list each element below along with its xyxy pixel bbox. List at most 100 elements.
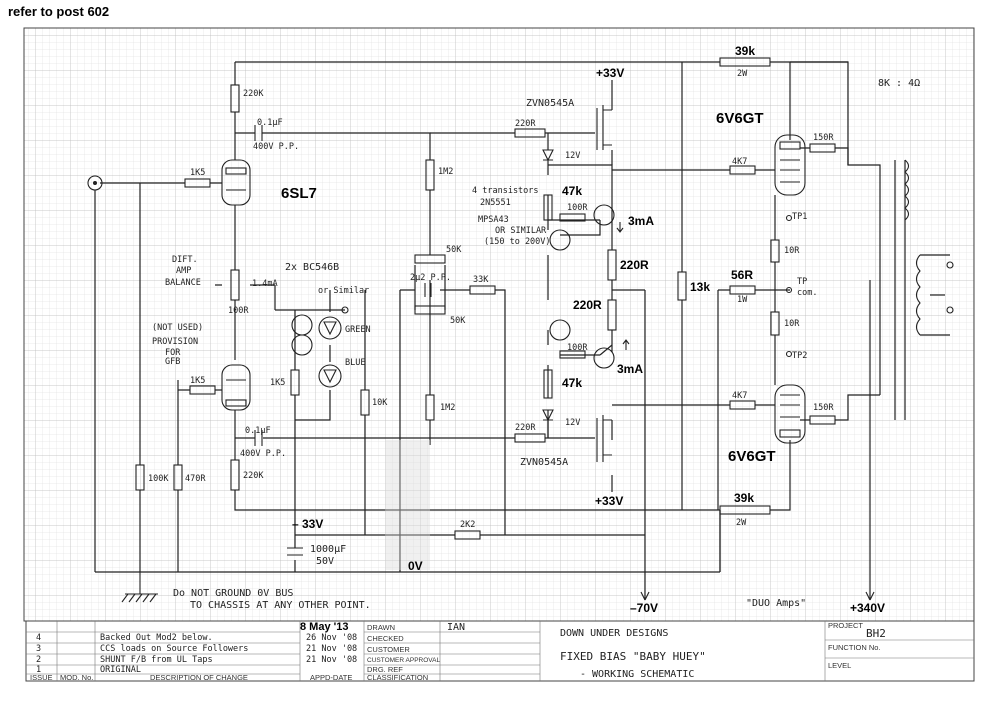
tb-description-label: DESCRIPTION OF CHANGE [150, 673, 248, 682]
or-similar-label: or Similar [318, 286, 369, 296]
r4k7-top: 4K7 [732, 157, 747, 167]
zener-bottom: 12V [565, 418, 580, 428]
tb-level-label: LEVEL [828, 661, 851, 670]
zener-top: 12V [565, 151, 580, 161]
tb-drawn-label: DRAWN [367, 623, 395, 632]
tb-project-label: PROJECT [828, 621, 863, 630]
supply-plus33-top: +33V [596, 66, 624, 80]
revision-desc: ORIGINAL [100, 665, 141, 675]
wires [94, 61, 950, 600]
r47k-bottom: 47k [562, 376, 582, 390]
revision-issue: 4 [36, 633, 41, 643]
transistor-mpsa43: MPSA43 [478, 215, 509, 225]
revision-date: 21 Nov '08 [306, 655, 357, 665]
tp-com-1: TP [797, 277, 807, 287]
r470r: 470R [185, 474, 206, 484]
bc546b-label: 2x BC546B [285, 262, 339, 273]
tb-customer-label: CUSTOMER [367, 645, 410, 654]
r1k5-top: 1K5 [190, 168, 205, 178]
supply-zero-v: 0V [408, 559, 423, 573]
transistor-rating: (150 to 200V) [484, 237, 551, 247]
cap-1000-v: 50V [316, 556, 334, 567]
not-used-label: (NOT USED) [152, 323, 203, 333]
r220k-bottom: 220K [243, 471, 264, 481]
tb-date: 8 May '13 [300, 621, 348, 633]
r47k-top: 47k [562, 184, 582, 198]
tb-checked-label: CHECKED [367, 634, 404, 643]
cap-top-v: 400V P.P. [253, 142, 299, 152]
ground-note-2: TO CHASSIS AT ANY OTHER POINT. [190, 600, 371, 611]
r150r-bottom: 150R [813, 403, 834, 413]
duo-amps-note: "DUO Amps" [746, 598, 806, 609]
tb-customer-approval-label: CUSTOMER APPROVAL [367, 657, 440, 664]
supply-plus340: +340V [850, 601, 885, 615]
r220k-top: 220K [243, 89, 264, 99]
r100r-bottom: 100R [567, 343, 588, 353]
revision-desc: Backed Out Mod2 below. [100, 633, 213, 643]
ccs-bottom: 3mA [617, 362, 643, 376]
r100r-top: 100R [567, 203, 588, 213]
revision-desc: SHUNT F/B from UL Taps [100, 655, 213, 665]
ccs-top: 3mA [628, 214, 654, 228]
revision-issue: 3 [36, 644, 41, 654]
tb-title-1: FIXED BIAS "BABY HUEY" [560, 650, 706, 663]
r150r-top: 150R [813, 133, 834, 143]
ground-note-1: Do NOT GROUND 0V BUS [173, 588, 293, 599]
r100r-balance: 100R [228, 306, 249, 316]
r13k: 13k [690, 280, 710, 294]
r1m2-bottom: 1M2 [440, 403, 455, 413]
cap-bottom-v: 400V P.P. [240, 449, 286, 459]
transistor-2n5551: 2N5551 [480, 198, 511, 208]
graph-grid [24, 28, 974, 621]
cap-2u2: 2µ2 P.P. [410, 273, 451, 283]
tb-project: BH2 [866, 627, 886, 640]
r10r-a: 10R [784, 246, 800, 256]
revision-date: 26 Nov '08 [306, 633, 357, 643]
dift-label: DIFT. [172, 255, 198, 265]
supply-minus70: –70V [630, 601, 658, 615]
transistors-note: 4 transistors [472, 186, 539, 196]
tb-classification-label: CLASSIFICATION [367, 673, 428, 682]
zvn-bottom: ZVN0545A [520, 457, 568, 468]
zvn-top: ZVN0545A [526, 98, 574, 109]
r220r-mid2: 220R [573, 298, 602, 312]
cap-1000: 1000µF [310, 544, 346, 555]
tb-mod-label: MOD. No. [60, 673, 93, 682]
tp2: TP2 [792, 351, 807, 361]
blue-label: BLUE [345, 358, 365, 368]
tube-6v6gt-top: 6V6GT [716, 110, 764, 127]
balance-label: BALANCE [165, 278, 201, 288]
revision-issue: 1 [36, 665, 41, 675]
title-block [25, 620, 975, 682]
tb-drg-ref-label: DRG. REF [367, 665, 403, 674]
provision-label: PROVISION [152, 337, 198, 347]
r220r-top: 220R [515, 119, 536, 129]
tube-6sl7: 6SL7 [281, 185, 317, 202]
pot50k-bottom: 50K [450, 316, 466, 326]
revision-list: 4 Backed Out Mod2 below. 26 Nov '08 3 CC… [36, 633, 357, 675]
r1m2-top: 1M2 [438, 167, 453, 177]
r39k-bottom: 39k [734, 491, 754, 505]
green-label: GREEN [345, 325, 371, 335]
tube-6v6gt-bottom: 6V6GT [728, 448, 776, 465]
ma-label: 1.4mA [252, 279, 278, 289]
tb-issue-label: ISSUE [30, 673, 53, 682]
ref-note: refer to post 602 [8, 4, 109, 19]
r33k: 33K [473, 275, 489, 285]
tb-drawn-by: IAN [447, 622, 465, 633]
r220r-bottom: 220R [515, 423, 536, 433]
r39k-top-w: 2W [737, 69, 748, 79]
transistor-or-similar: OR SIMILAR [495, 226, 547, 236]
r10k: 10K [372, 398, 388, 408]
tb-function-label: FUNCTION No. [828, 643, 881, 652]
transformer-ratio: 8K : 4Ω [878, 78, 920, 89]
amp-label: AMP [176, 266, 191, 276]
supply-minus33: – 33V [292, 517, 323, 531]
cap-bottom: 0.1µF [245, 426, 271, 436]
tp1: TP1 [792, 212, 807, 222]
component-symbols [87, 57, 954, 603]
tb-appd-label: APPD-DATE [310, 673, 352, 682]
r220r-mid: 220R [620, 258, 649, 272]
r10r-b: 10R [784, 319, 800, 329]
